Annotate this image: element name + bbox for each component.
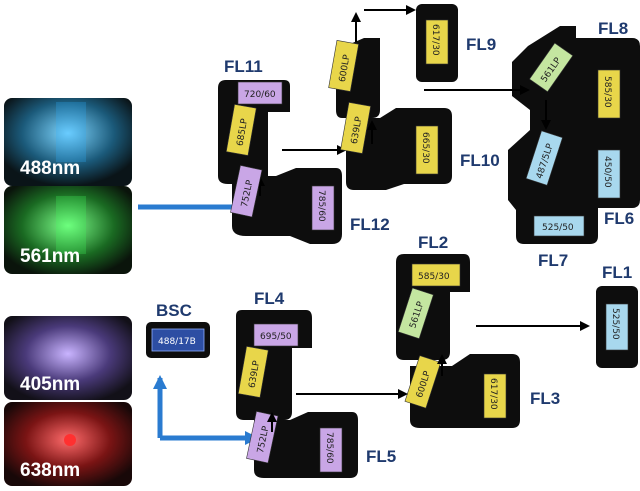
svg-text:665/30: 665/30 bbox=[420, 132, 430, 164]
filter-488-17b: 488/17B bbox=[151, 328, 205, 352]
label-fl8: FL8 bbox=[598, 19, 628, 38]
filter-752lp-upper: 752LP bbox=[230, 165, 263, 218]
svg-text:639LP: 639LP bbox=[350, 115, 365, 145]
filter-450-50: 450/50 bbox=[597, 149, 621, 199]
svg-text:785/60: 785/60 bbox=[324, 432, 334, 464]
svg-text:639LP: 639LP bbox=[248, 359, 263, 389]
svg-text:488/17B: 488/17B bbox=[158, 337, 196, 347]
label-fl9: FL9 bbox=[466, 35, 496, 54]
filter-585-30-lower: 585/30 bbox=[411, 263, 461, 287]
label-fl6: FL6 bbox=[604, 209, 634, 228]
laser-405-panel: 405nm bbox=[4, 316, 132, 400]
svg-text:585/30: 585/30 bbox=[602, 76, 612, 108]
filter-487-5lp: 487/5LP bbox=[525, 130, 563, 186]
label-fl3: FL3 bbox=[530, 389, 560, 408]
filter-525-50-lower: 525/50 bbox=[605, 303, 629, 351]
svg-text:525/50: 525/50 bbox=[542, 223, 574, 233]
svg-text:617/30: 617/30 bbox=[430, 24, 440, 56]
filter-665-30: 665/30 bbox=[415, 125, 439, 175]
label-fl1: FL1 bbox=[602, 263, 632, 282]
filter-695-50: 695/50 bbox=[253, 323, 299, 347]
filter-525-50-upper: 525/50 bbox=[533, 215, 585, 237]
svg-text:585/30: 585/30 bbox=[418, 272, 450, 282]
label-bsc: BSC bbox=[156, 301, 192, 320]
label-fl7: FL7 bbox=[538, 251, 568, 270]
laser-561-label: 561nm bbox=[20, 246, 80, 267]
filter-685lp: 685LP bbox=[225, 104, 257, 156]
filter-600lp-lower: 600LP bbox=[404, 355, 442, 409]
svg-text:720/60: 720/60 bbox=[244, 90, 276, 100]
filter-639lp-upper: 639LP bbox=[340, 102, 371, 154]
filter-585-30-upper: 585/30 bbox=[597, 69, 621, 119]
filter-600lp-upper: 600LP bbox=[328, 40, 359, 92]
laser-488-label: 488nm bbox=[20, 158, 80, 179]
filter-561lp-lower: 561LP bbox=[397, 287, 434, 339]
filter-639lp-lower: 639LP bbox=[237, 346, 269, 398]
filter-617-30-lower: 617/30 bbox=[483, 373, 507, 419]
filter-720-60: 720/60 bbox=[237, 81, 283, 105]
filter-617-30-upper: 617/30 bbox=[425, 19, 449, 65]
laser-638-panel: 638nm bbox=[4, 402, 132, 486]
laser-405-label: 405nm bbox=[20, 374, 80, 395]
label-fl2: FL2 bbox=[418, 233, 448, 252]
filter-785-60-lower: 785/60 bbox=[319, 427, 343, 473]
filter-752lp-lower: 752LP bbox=[246, 411, 279, 464]
laser-488-panel: 488nm bbox=[4, 98, 132, 186]
laser-638-label: 638nm bbox=[20, 460, 80, 481]
label-fl11: FL11 bbox=[224, 57, 263, 76]
svg-text:695/50: 695/50 bbox=[260, 332, 292, 342]
svg-text:600LP: 600LP bbox=[338, 53, 353, 83]
label-fl12: FL12 bbox=[350, 215, 390, 234]
laser-561-panel: 561nm bbox=[4, 186, 132, 274]
label-fl4: FL4 bbox=[254, 289, 285, 308]
svg-text:785/60: 785/60 bbox=[316, 190, 326, 222]
svg-text:685LP: 685LP bbox=[236, 117, 251, 147]
label-fl5: FL5 bbox=[366, 447, 396, 466]
svg-text:450/50: 450/50 bbox=[602, 156, 612, 188]
label-fl10: FL10 bbox=[460, 151, 500, 170]
filter-785-60-upper: 785/60 bbox=[311, 185, 335, 231]
svg-text:525/50: 525/50 bbox=[610, 308, 620, 340]
svg-text:617/30: 617/30 bbox=[488, 378, 498, 410]
